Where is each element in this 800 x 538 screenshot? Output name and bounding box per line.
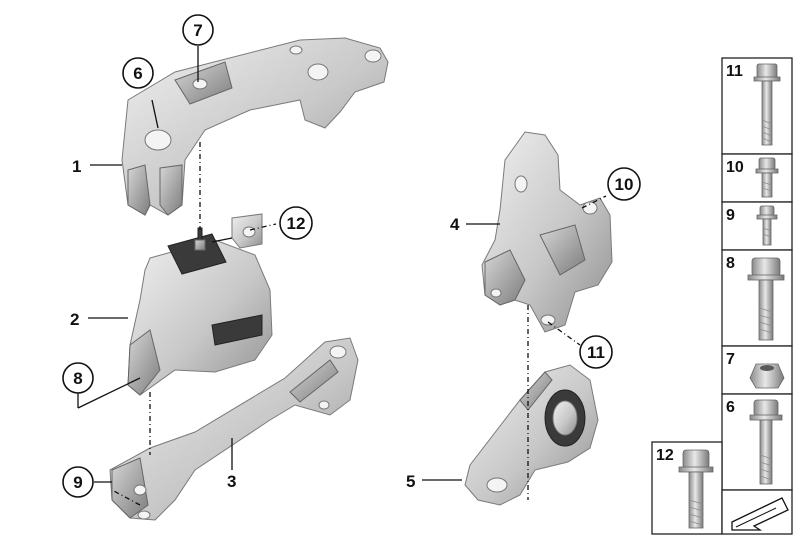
fastener-label-8: 8 [726,255,735,272]
callout-7: 7 [182,14,214,46]
leader-line [77,377,141,409]
bolt-6 [749,399,783,485]
fastener-label-9: 9 [726,207,735,224]
callout-circle [122,57,154,89]
engine-support-bracket[interactable] [481,131,613,333]
callout-2: 2 [70,310,79,329]
callout-8: 8 [62,362,94,394]
callout-circle [579,335,613,369]
assembly-line [581,195,607,209]
bolt-10 [755,157,779,198]
orientation-arrow-icon [731,497,789,531]
fastener-label-12: 12 [656,447,674,464]
svg-text:6: 6 [133,64,142,83]
svg-text:2: 2 [70,310,79,329]
leader-lines [77,46,500,483]
bolt-12 [678,449,714,529]
callout-12: 12 [279,206,313,240]
svg-text:4: 4 [450,215,460,234]
callout-circle [607,167,641,201]
callout-circle [62,362,94,394]
fastener-label-11: 11 [726,63,743,80]
assembly-lines [111,142,607,506]
callout-1: 1 [72,157,81,176]
callout-circle [62,466,94,498]
assembly-line [111,489,141,506]
fastener-label-10: 10 [726,159,744,176]
leader-line [151,99,159,129]
callout-circle [182,14,214,46]
callout-9: 9 [62,466,94,498]
callout-3: 3 [227,472,236,491]
bolt-11 [753,63,781,146]
fastener-panel: 11 10 9 8 7 6 12 [651,57,793,535]
svg-text:8: 8 [73,369,82,388]
bolt-8 [747,257,785,341]
assembly-line [249,223,277,231]
callout-4: 4 [450,215,460,234]
callout-10: 10 [607,167,641,201]
callout-6: 6 [122,57,154,89]
svg-text:9: 9 [73,473,82,492]
callout-circle [279,206,313,240]
torque-strut-bracket[interactable] [109,337,359,521]
engine-mount[interactable] [127,213,273,396]
svg-text:1: 1 [72,157,81,176]
svg-text:5: 5 [406,472,415,491]
torque-rod-mount[interactable] [464,364,599,506]
bolt-9 [756,205,778,246]
nut-7 [749,363,785,389]
svg-text:3: 3 [227,472,236,491]
assembly-line [547,321,581,346]
svg-text:12: 12 [287,214,306,233]
svg-text:10: 10 [615,175,634,194]
transmission-mount-bracket[interactable] [121,37,389,216]
callout-5: 5 [406,472,415,491]
fastener-label-7: 7 [726,351,735,368]
svg-text:7: 7 [193,21,202,40]
svg-text:11: 11 [587,343,605,362]
callout-11: 11 [579,335,613,369]
fastener-label-6: 6 [726,399,735,416]
